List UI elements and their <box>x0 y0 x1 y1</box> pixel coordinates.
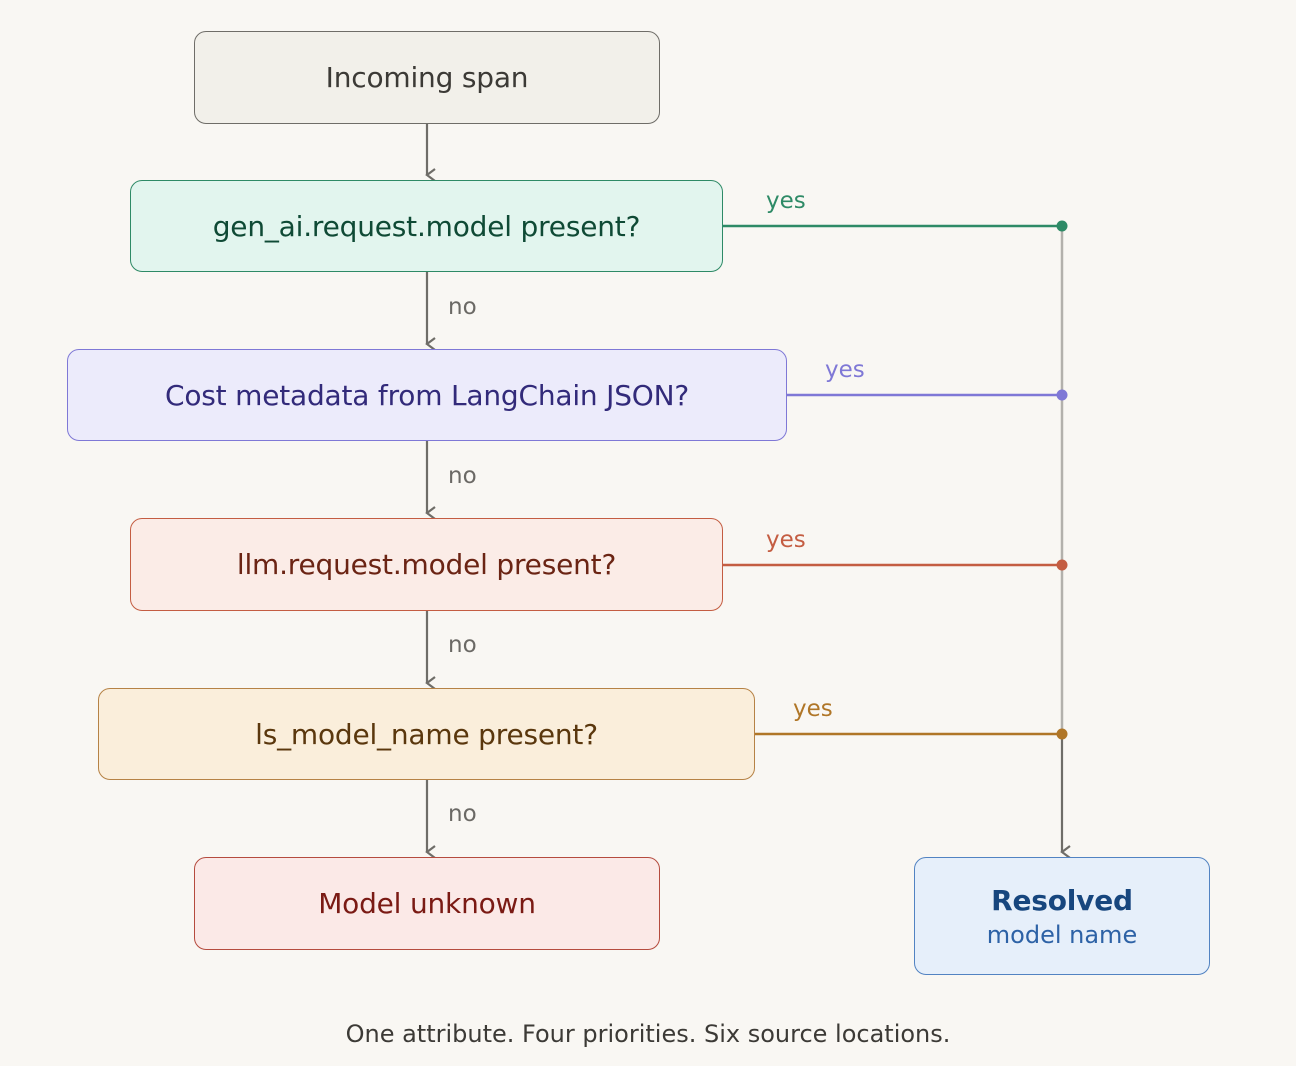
no-label-2: no <box>448 463 477 489</box>
resolved-sublabel: model name <box>986 920 1138 949</box>
yes-label-1: yes <box>766 188 806 214</box>
no-label-1: no <box>448 294 477 320</box>
decision-node-langchain: Cost metadata from LangChain JSON? <box>67 349 787 441</box>
yes-dot-4 <box>1056 728 1068 740</box>
yes-label-4: yes <box>793 696 833 722</box>
decision-node-ls-model-name: ls_model_name present? <box>98 688 755 780</box>
resolved-label: Resolved <box>991 883 1133 917</box>
yes-dot-1 <box>1056 220 1068 232</box>
decision-node-label: ls_model_name present? <box>255 717 598 751</box>
model-unknown-node: Model unknown <box>194 857 660 950</box>
yes-dot-3 <box>1056 559 1068 571</box>
no-label-4: no <box>448 801 477 827</box>
start-node: Incoming span <box>194 31 660 124</box>
decision-node-gen-ai: gen_ai.request.model present? <box>130 180 723 272</box>
yes-dot-2 <box>1056 389 1068 401</box>
model-unknown-label: Model unknown <box>318 887 536 920</box>
decision-node-label: llm.request.model present? <box>236 548 617 581</box>
diagram-caption: One attribute. Four priorities. Six sour… <box>345 1020 951 1048</box>
yes-label-3: yes <box>766 527 806 553</box>
no-label-3: no <box>448 632 477 658</box>
start-node-label: Incoming span <box>325 61 529 94</box>
decision-node-label: gen_ai.request.model present? <box>212 209 641 243</box>
resolved-node: Resolved model name <box>914 857 1210 975</box>
decision-node-llm: llm.request.model present? <box>130 518 723 611</box>
yes-label-2: yes <box>825 357 865 383</box>
decision-node-label: Cost metadata from LangChain JSON? <box>164 378 690 412</box>
